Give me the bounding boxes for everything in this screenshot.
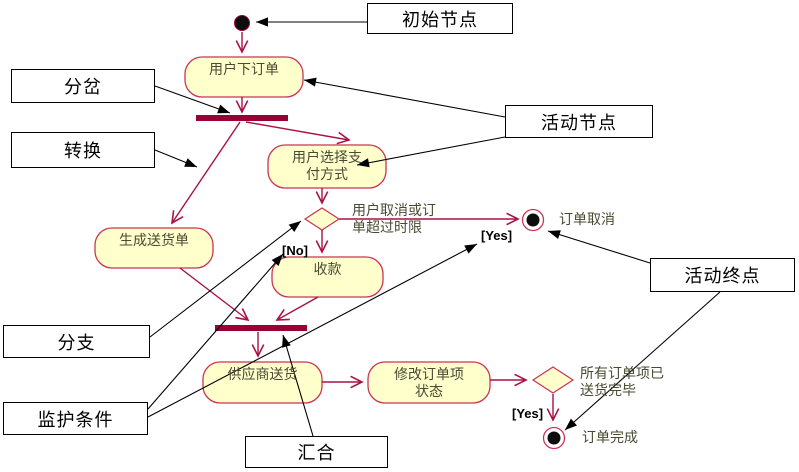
flow-fork-to-delivery-note [171,121,241,225]
callout-activity-final: 活动终点 [650,258,795,292]
flow-fork-to-choose-payment [245,121,351,145]
callout-guard-condition: 监护条件 [3,402,148,435]
pointer-guard-yes [147,243,478,418]
callout-activity-node: 活动节点 [505,105,653,138]
join-bar [215,325,307,331]
activity-shape-update-order-item [367,361,491,404]
callout-branch: 分支 [3,325,150,358]
callout-branch-text: 分支 [57,332,96,353]
final-node-cancelled-core [526,213,540,227]
pointer-activity-node-1 [303,77,506,118]
callout-guard-condition-text: 监护条件 [37,409,114,430]
activity-shape-choose-payment [267,144,387,189]
terminal-label-order-cancelled: 订单取消 [559,211,615,227]
callout-transition: 转换 [11,132,155,168]
pointer-activity-node-2 [356,136,506,168]
callout-transition-text: 转换 [64,141,102,161]
condition-all-delivered: 所有订单项已 送货完毕 [580,365,664,398]
decision-diamond-complete [531,366,575,394]
callout-initial-node-text: 初始节点 [402,9,478,30]
fork-bar [196,115,288,121]
callout-merge-text: 汇合 [297,443,336,463]
callout-initial-node: 初始节点 [367,3,513,34]
callout-activity-node-text: 活动节点 [541,112,617,133]
initial-node [234,15,250,31]
final-node-completed-core [547,431,561,445]
activity-shape-collect-payment [271,256,384,298]
condition-cancel-timeout: 用户取消或订 单超过时限 [352,202,436,235]
pointer-transition [154,149,198,168]
terminal-label-order-completed: 订单完成 [582,429,638,445]
pointer-guard-no [147,253,284,410]
activity-shape-place-order [184,56,304,98]
pointer-merge [282,334,314,437]
guard-yes-label-1: [Yes] [481,228,513,243]
callout-merge: 汇合 [245,436,388,468]
activity-shape-create-delivery-note [94,227,214,269]
pointer-branch [149,220,302,338]
pointer-fork [154,85,231,114]
guard-no-label: [No] [282,243,308,258]
flow-delivery-note-to-join [179,267,250,322]
activity-shape-supplier-delivery [202,361,323,404]
pointer-final-completed [564,291,721,431]
decision-diamond-cancel [303,207,341,231]
guard-yes-label-2: [Yes] [512,406,544,421]
callout-activity-final-text: 活动终点 [684,266,761,286]
callout-fork: 分岔 [11,69,155,103]
callout-fork-text: 分岔 [64,77,102,97]
pointer-final-cancelled [547,230,651,264]
flow-collect-to-join [275,296,319,321]
